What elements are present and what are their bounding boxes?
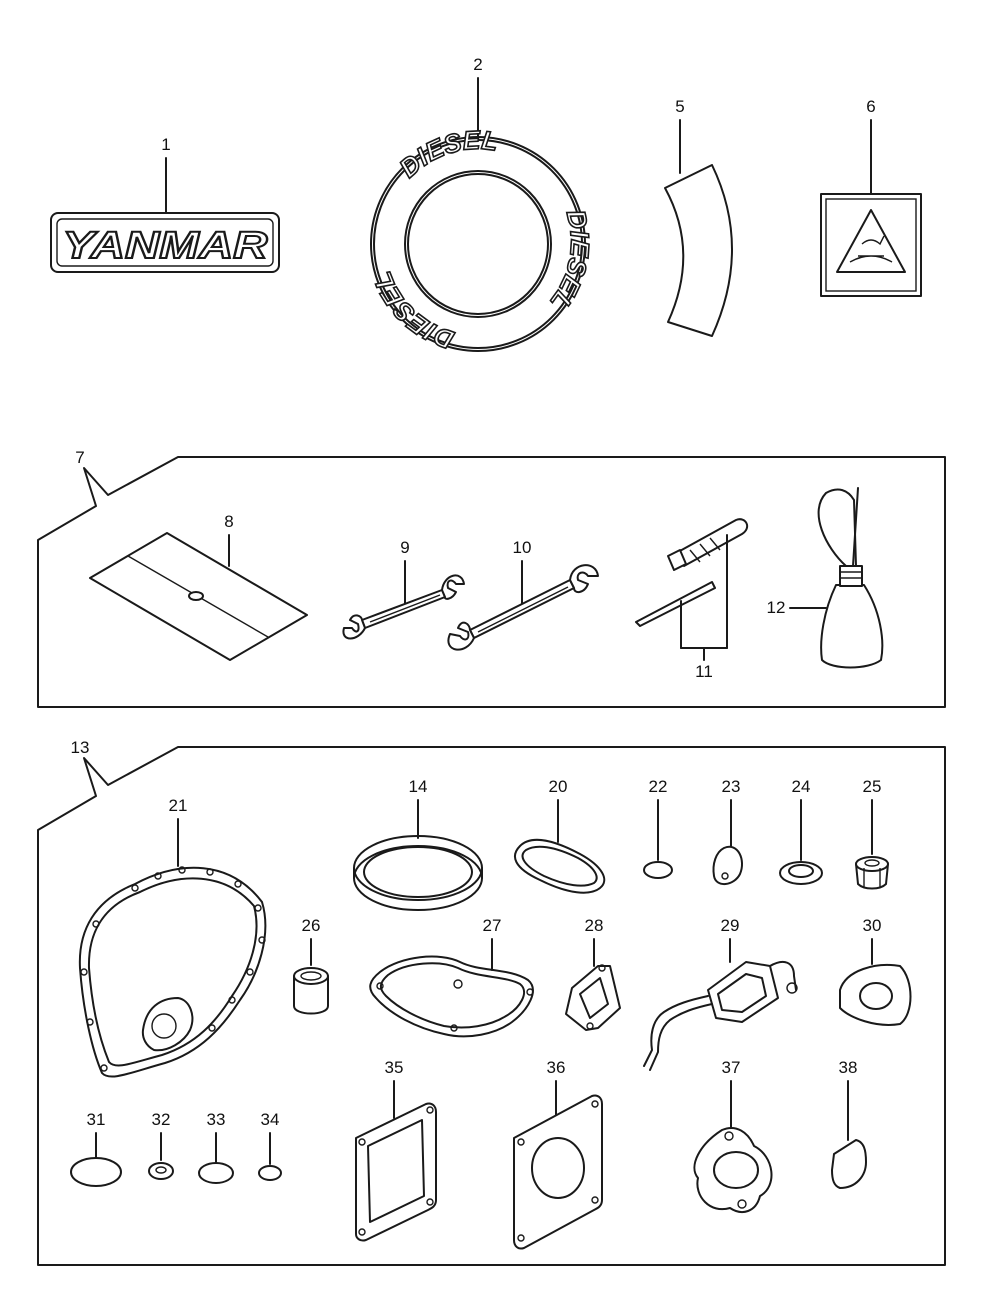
callout-34: 34 [261, 1110, 280, 1129]
part-37-oval-flange-gasket: 37 [693, 1058, 773, 1213]
part-21-housing-gasket: 21 [78, 796, 267, 1078]
callout-29: 29 [721, 916, 740, 935]
part-28-small-gasket: 28 [565, 916, 621, 1031]
callout-23: 23 [722, 777, 741, 796]
group-13-gasket-kit: 13 [37, 738, 946, 1266]
part-33-washer: 33 [198, 1110, 234, 1184]
part-11-screwdriver-set: 11 [635, 518, 749, 681]
callout-2: 2 [473, 55, 482, 74]
part-6-warning-label: 6 [820, 97, 922, 297]
callout-7: 7 [75, 448, 84, 467]
yanmar-logo-text: YANMAR [63, 225, 269, 267]
callout-38: 38 [839, 1058, 858, 1077]
callout-24: 24 [792, 777, 811, 796]
callout-14: 14 [409, 777, 428, 796]
callout-20: 20 [549, 777, 568, 796]
callout-25: 25 [863, 777, 882, 796]
part-23-gasket-tab: 23 [712, 777, 743, 885]
callout-27: 27 [483, 916, 502, 935]
callout-8: 8 [224, 512, 233, 531]
part-22-oval-washer: 22 [643, 777, 673, 879]
part-20-oval-seal: 20 [514, 777, 606, 894]
diesel-ring-text-3: DIESEL [543, 207, 595, 318]
callout-1: 1 [161, 135, 170, 154]
callout-5: 5 [675, 97, 684, 116]
part-12-oil-bottle: 12 [767, 487, 884, 669]
part-26-bushing: 26 [293, 916, 329, 1015]
callout-22: 22 [649, 777, 668, 796]
group-7-tool-kit: 7 [37, 448, 946, 708]
callout-33: 33 [207, 1110, 226, 1129]
part-8-manual-sheet: 8 [89, 512, 308, 661]
part-10-wrench-large: 10 [447, 538, 599, 651]
callout-11: 11 [695, 662, 713, 681]
part-25-nut: 25 [855, 777, 889, 890]
callout-37: 37 [722, 1058, 741, 1077]
callout-10: 10 [513, 538, 532, 557]
part-1-yanmar-badge: 1 YANMAR [50, 135, 280, 273]
callout-31: 31 [87, 1110, 106, 1129]
part-27-cover-gasket: 27 [369, 916, 534, 1038]
callout-30: 30 [863, 916, 882, 935]
part-29-manifold-gasket: 29 [643, 916, 798, 1071]
callout-35: 35 [385, 1058, 404, 1077]
part-34-washer: 34 [258, 1110, 282, 1181]
part-5-curved-stripe: 5 [664, 97, 733, 337]
callout-28: 28 [585, 916, 604, 935]
callout-32: 32 [152, 1110, 171, 1129]
callout-36: 36 [547, 1058, 566, 1077]
part-2-diesel-ring-decal: 2 DIESEL DIESEL DIESEL [365, 55, 595, 356]
part-14-round-seal: 14 [353, 777, 483, 911]
callout-13: 13 [71, 738, 90, 757]
part-36-round-hole-gasket: 36 [513, 1058, 603, 1250]
callout-12: 12 [767, 598, 786, 617]
diesel-ring-text-1: DIESEL [366, 266, 458, 356]
callout-26: 26 [302, 916, 321, 935]
warning-triangle-icon [836, 209, 906, 273]
part-31-washer: 31 [70, 1110, 122, 1187]
part-35-square-gasket: 35 [355, 1058, 437, 1242]
callout-21: 21 [169, 796, 188, 815]
part-9-wrench-small: 9 [342, 538, 465, 640]
callout-9: 9 [400, 538, 409, 557]
part-30-flange-gasket: 30 [839, 916, 912, 1026]
part-32-washer: 32 [148, 1110, 174, 1180]
callout-6: 6 [866, 97, 875, 116]
part-38-small-gasket-piece: 38 [831, 1058, 867, 1189]
part-24-washer: 24 [779, 777, 823, 885]
